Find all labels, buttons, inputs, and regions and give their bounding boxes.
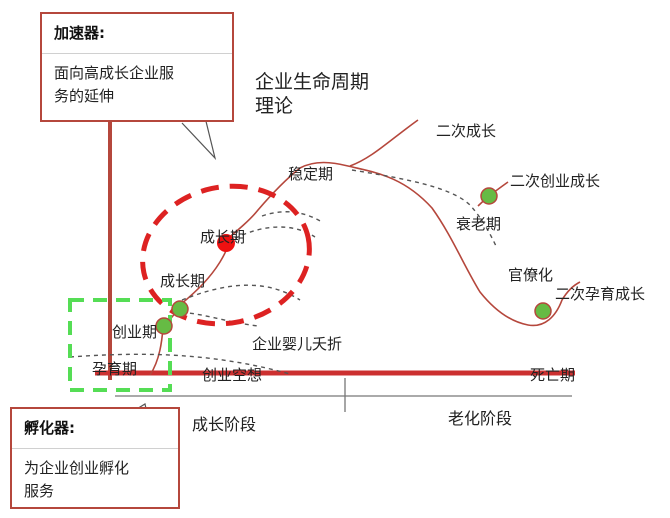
diagram-title: 企业生命周期 理论 [255,70,369,118]
startup-fantasy-label: 创业空想 [202,366,263,384]
second-startup-node [480,187,498,205]
dashed-infant-death [173,311,259,327]
stage-bureaucracy-label: 官僚化 [508,266,554,284]
accelerator-callout: 加速器: 面向高成长企业服 务的延伸 [40,12,234,122]
accelerator-body-line-2: 务的延伸 [54,87,115,105]
stage-growth-1-label: 成长期 [160,272,206,290]
accelerator-heading: 加速器: [42,14,232,54]
stage-growth-2-label: 成长期 [200,228,246,246]
second-growth-label: 二次成长 [436,122,497,140]
growth-marker [217,234,235,252]
accelerator-body: 面向高成长企业服 务的延伸 [42,54,232,108]
startup-node [155,317,173,335]
accelerator-body-line-1: 面向高成长企业服 [54,64,175,82]
dashed-decline [351,169,498,249]
second-pregnancy-growth-label: 二次孕育成长 [555,285,646,303]
incubator-ring [68,298,172,392]
accelerator-ring [140,183,312,327]
incubator-body-line-2: 服务 [24,482,55,500]
second-pregnancy-node [534,302,552,320]
aging-phase-label: 老化阶段 [448,409,513,428]
incubator-heading: 孵化器: [12,409,178,449]
infant-death-label: 企业婴儿夭折 [252,335,343,353]
title-line-2: 理论 [255,95,294,117]
growth-phase-label: 成长阶段 [192,415,257,434]
second-startup-growth-label: 二次创业成长 [510,172,601,190]
stage-startup-label: 创业期 [112,323,158,341]
incubator-callout: 孵化器: 为企业创业孵化 服务 [10,407,180,509]
dashed-startup-fantasy [69,353,291,375]
dashed-growth-fail-3 [261,211,323,223]
growth-node [171,300,189,318]
stage-pregnancy-label: 孕育期 [92,360,138,378]
second-growth-branch [349,119,419,167]
incubator-body-line-1: 为企业创业孵化 [24,459,130,477]
stage-stable-label: 稳定期 [288,165,334,183]
stage-decline-label: 衰老期 [456,215,502,233]
stage-death-label: 死亡期 [530,366,576,384]
incubator-body: 为企业创业孵化 服务 [12,449,178,503]
title-line-1: 企业生命周期 [255,71,370,93]
